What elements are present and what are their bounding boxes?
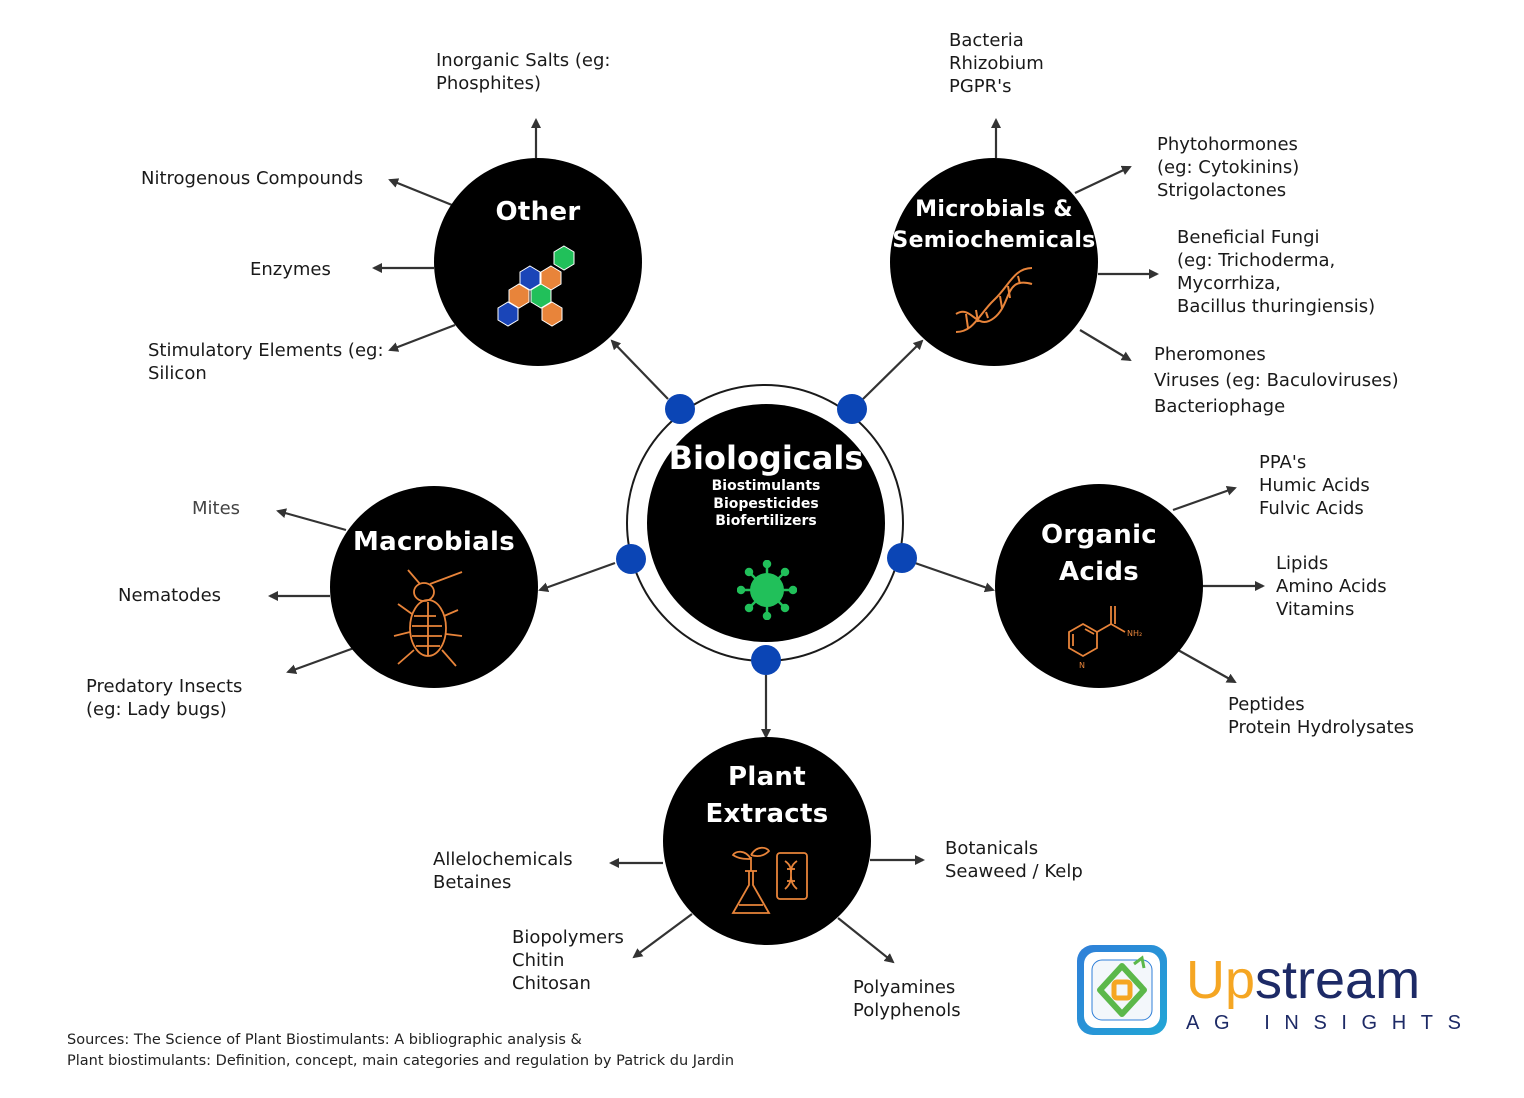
upstream-logo-icon xyxy=(1077,945,1167,1035)
node-plant-extracts: Plant Extracts xyxy=(663,737,871,945)
arrow-biopolymers xyxy=(632,913,693,959)
node-microbials-title: Microbials & Semiochemicals xyxy=(892,197,1096,253)
node-macrobials: Macrobials xyxy=(330,486,538,688)
connector-dot-other xyxy=(665,394,695,424)
node-other-title: Other xyxy=(495,197,581,227)
label-pheromones: Pheromones Viruses (eg: Baculoviruses) B… xyxy=(1154,344,1399,417)
upstream-logo-wordmark: Upstream AG INSIGHTS xyxy=(1186,950,1476,1035)
label-nematodes: Nematodes xyxy=(118,585,222,606)
label-botanicals: Botanicals Seaweed / Kelp xyxy=(945,838,1083,882)
arrow-polyamines xyxy=(837,917,895,964)
center-subtitle-biofertilizers: Biofertilizers xyxy=(715,513,817,529)
center-subtitle-biopesticides: Biopesticides xyxy=(713,495,819,512)
arrow-peptides xyxy=(1177,649,1237,683)
logo-word: Upstream xyxy=(1186,950,1476,1010)
arrow-to-other xyxy=(610,339,669,400)
label-allelochemicals: Allelochemicals Betaines xyxy=(433,849,573,893)
center-subtitles: Biostimulants Biopesticides Biofertilize… xyxy=(647,478,885,531)
logo-subtitle: AG INSIGHTS xyxy=(1186,1012,1476,1034)
connector-dot-microbials xyxy=(837,394,867,424)
arrow-mites xyxy=(276,508,347,532)
svg-text:N: N xyxy=(1079,661,1085,670)
arrow-phytohormones xyxy=(1074,165,1132,194)
dna-helix-icon xyxy=(955,267,1033,333)
label-beneficial-fungi: Beneficial Fungi (eg: Trichoderma, Mycor… xyxy=(1177,227,1376,317)
logo-word-stream: stream xyxy=(1255,950,1421,1010)
node-organic-acids-title: Organic Acids xyxy=(1040,520,1157,587)
connector-dot-organic-acids xyxy=(887,543,917,573)
arrow-to-macrobials xyxy=(538,561,616,592)
virus-icon xyxy=(737,560,797,620)
label-lipids-amino-vitamins: Lipids Amino Acids Vitamins xyxy=(1276,553,1387,620)
label-biopolymers: Biopolymers Chitin Chitosan xyxy=(512,927,624,994)
arrow-insects xyxy=(286,646,355,674)
arrow-nitrogenous xyxy=(388,178,453,207)
connector-dot-plant-extracts xyxy=(751,645,781,675)
molecule-structure-icon: NH₂ N xyxy=(1068,606,1142,670)
label-inorganic-salts: Inorganic Salts (eg: Phosphites) xyxy=(436,50,611,94)
label-bacteria: Bacteria Rhizobium PGPR's xyxy=(949,30,1044,97)
node-microbials-semiochemicals: Microbials & Semiochemicals xyxy=(890,158,1098,366)
node-plant-extracts-title: Plant Extracts xyxy=(705,762,829,829)
hexagon-molecule-icon xyxy=(497,245,575,327)
arrow-pheromones xyxy=(1079,329,1132,362)
node-macrobials-title: Macrobials xyxy=(353,527,515,557)
center-subtitle-biostimulants: Biostimulants xyxy=(711,478,821,494)
label-ppa-humic-fulvic: PPA's Humic Acids Fulvic Acids xyxy=(1259,452,1370,519)
label-predatory-insects: Predatory Insects (eg: Lady bugs) xyxy=(86,676,243,720)
arrow-ppa xyxy=(1172,485,1237,512)
beetle-icon xyxy=(393,569,463,667)
sources-note: Sources: The Science of Plant Biostimula… xyxy=(67,1030,734,1072)
node-organic-acids: Organic Acids NH₂ N xyxy=(995,484,1203,688)
label-polyamines: Polyamines Polyphenols xyxy=(853,977,961,1021)
label-nitrogenous-compounds: Nitrogenous Compounds xyxy=(141,168,364,189)
label-stimulatory-elements: Stimulatory Elements (eg: Silicon xyxy=(148,340,384,384)
plant-lab-flask-icon xyxy=(731,846,808,914)
label-mites: Mites xyxy=(192,498,241,519)
label-phytohormones: Phytohormones (eg: Cytokinins) Strigolac… xyxy=(1157,134,1300,201)
center-title: Biologicals xyxy=(668,439,864,477)
arrow-to-organic-acids xyxy=(914,561,995,593)
label-enzymes: Enzymes xyxy=(250,259,331,280)
svg-text:NH₂: NH₂ xyxy=(1127,629,1142,638)
node-other: Other xyxy=(434,158,642,366)
sources-line-1: Sources: The Science of Plant Biostimula… xyxy=(67,1032,582,1048)
arrow-to-microbials xyxy=(862,339,924,400)
label-peptides: Peptides Protein Hydrolysates xyxy=(1228,694,1415,738)
center-node-biologicals: Biologicals Biostimulants Biopesticides … xyxy=(647,404,885,642)
arrow-stimulatory xyxy=(388,323,456,352)
logo-word-up: Up xyxy=(1186,950,1256,1010)
connector-dot-macrobials xyxy=(616,544,646,574)
sources-line-2: Plant biostimulants: Definition, concept… xyxy=(67,1053,735,1069)
